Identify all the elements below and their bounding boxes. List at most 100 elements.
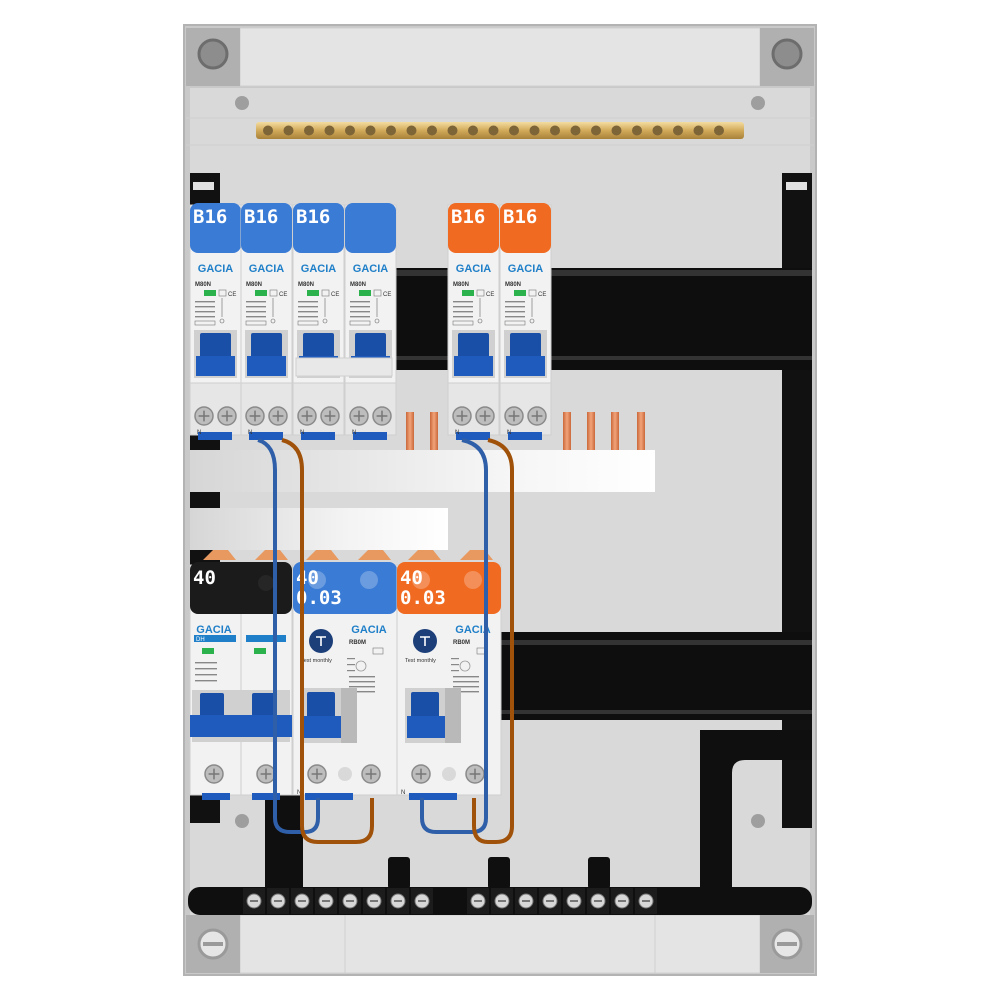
status-indicator [255,290,267,296]
cable-duct [700,730,812,888]
terminal-screw-icon[interactable] [465,764,485,784]
right-rail-clip [786,182,807,190]
corner-mount-top-right [760,28,814,86]
rcd-cap [397,562,501,614]
breaker-toggle[interactable] [194,330,237,378]
terminal-screw-icon[interactable] [204,764,224,784]
terminal-screw-icon[interactable] [635,888,657,914]
terminal-screw-icon[interactable] [217,406,237,426]
breaker-rating: B16 [244,206,278,228]
terminal-screw-icon[interactable] [611,888,633,914]
blue-wire-left [257,438,320,834]
status-indicator [307,290,319,296]
left-rail-clip [193,182,214,190]
status-indicator [359,290,371,296]
brand-label: GACIA [198,263,234,275]
terminal-screw-icon[interactable] [194,406,214,426]
breaker-toggle[interactable] [245,330,288,378]
terminal-screw-icon[interactable] [491,888,513,914]
terminal-screw-icon[interactable] [411,764,431,784]
terminal-screw-icon[interactable] [268,406,288,426]
terminal-screw-icon[interactable] [387,888,409,914]
status-indicator [462,290,474,296]
svg-text:CE: CE [538,292,546,298]
terminal-screw-icon[interactable] [563,888,585,914]
test-monthly-label: Test monthly [405,658,436,664]
terminal-screw-icon[interactable] [320,406,340,426]
bottom-cover [239,914,761,974]
terminal-rail [188,857,812,915]
rcd-toggle[interactable] [301,688,357,743]
terminal-screw-icon[interactable] [339,888,361,914]
breaker-rating: B16 [193,206,227,228]
terminal-screw-icon[interactable] [515,888,537,914]
terminal-screw-icon[interactable] [315,888,337,914]
terminal-screw-icon[interactable] [372,406,392,426]
comb-busbar-cover-1 [190,450,655,492]
terminal-screw-icon[interactable] [539,888,561,914]
corner-mount-top-left [186,28,240,86]
model-label: RB0M [453,640,470,646]
brand-label: GACIA [508,263,544,275]
model-label: M80N [505,282,521,288]
comb-busbar-pins [406,412,645,450]
model-label: M80N [298,282,314,288]
wiring [257,438,514,844]
brand-label: GACIA [301,263,337,275]
breaker-toggle[interactable] [452,330,495,378]
rcd-test-logo-icon [309,629,333,653]
terminal-screw-icon[interactable] [267,888,289,914]
terminal-screw-icon[interactable] [411,888,433,914]
svg-text:N: N [507,430,511,436]
terminal-screw-icon[interactable] [363,888,385,914]
main-switch-cap [190,562,292,614]
terminal-screw-icon[interactable] [291,888,313,914]
terminal-screw-icon[interactable] [527,406,547,426]
svg-text:CE: CE [383,292,391,298]
breaker-cap [345,203,396,253]
terminal-screw-icon[interactable] [587,888,609,914]
rcd-toggle[interactable] [405,688,461,743]
terminal-screw-icon[interactable] [256,764,276,784]
model-label: M80N [453,282,469,288]
rcd-cap [293,562,397,614]
breaker-cap [241,203,292,253]
status-indicator [514,290,526,296]
rcd-rating: 40 [400,567,423,589]
breaker-cap [190,203,241,253]
terminal-screw-icon[interactable] [245,406,265,426]
terminal-screw-icon[interactable] [475,406,495,426]
terminal-screw-icon[interactable] [297,406,317,426]
brand-label: GACIA [351,624,387,636]
model-label: M80N [350,282,366,288]
mounting-holes [235,96,765,828]
main-switch-rating: 40 [193,567,216,589]
rcd-sensitivity: 0.03 [400,587,446,609]
terminal-screw-icon[interactable] [349,406,369,426]
terminal-screw-icon[interactable] [504,406,524,426]
terminal-screw-icon[interactable] [361,764,381,784]
model-label: M80N [246,282,262,288]
terminal-screw-icon[interactable] [452,406,472,426]
breaker-cap [293,203,344,253]
breaker-cap [500,203,551,253]
breaker-rating: B16 [451,206,485,228]
status-indicator [204,290,216,296]
terminal-screw-icon[interactable] [307,764,327,784]
status-indicator [202,648,214,654]
brand-label: GACIA [353,263,389,275]
breaker-toggle[interactable] [504,330,547,378]
mount-screw-icon [197,38,229,70]
terminal-screw-icon[interactable] [467,888,489,914]
model-label: DH [196,637,205,643]
svg-text:CE: CE [279,292,287,298]
terminal-screw-icon[interactable] [243,888,265,914]
